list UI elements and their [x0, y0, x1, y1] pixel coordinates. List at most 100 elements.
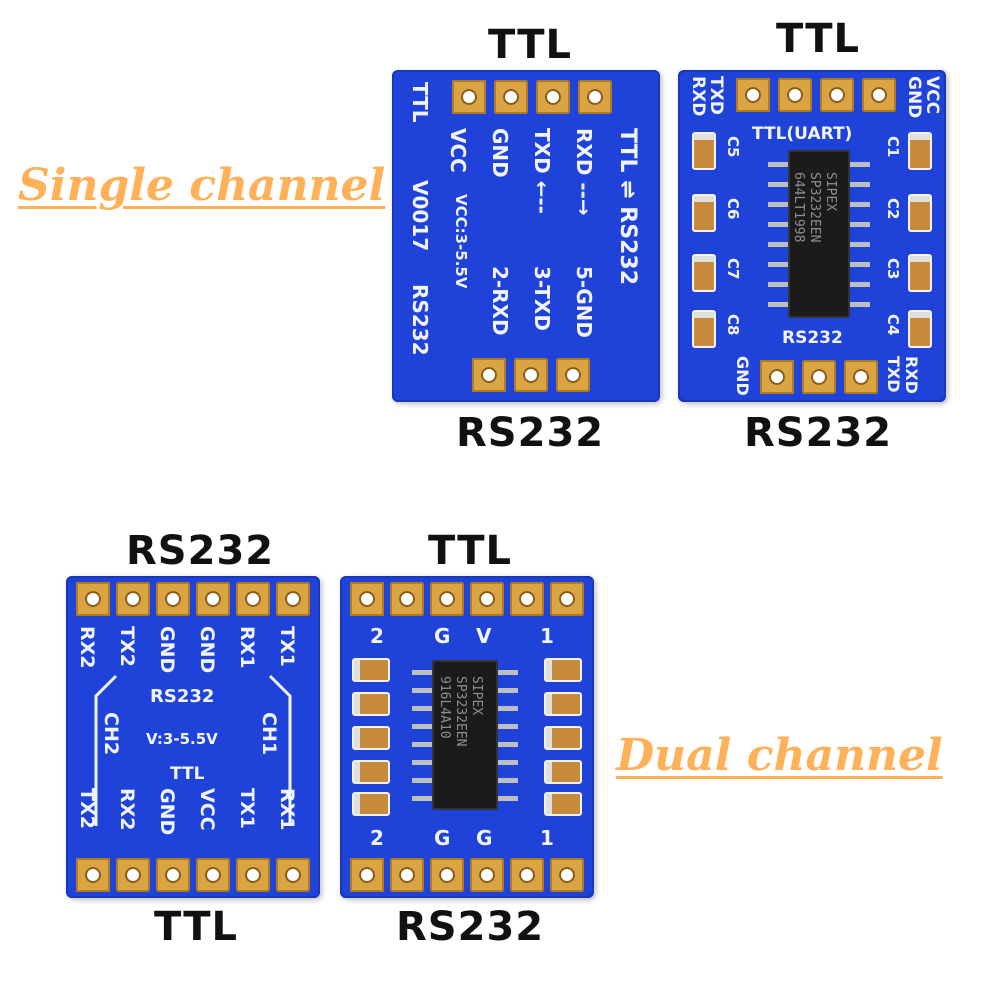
board1-rs232-gnd: 5-GND [572, 266, 596, 338]
board4-cap-l4 [352, 760, 390, 784]
board4-top-pad-2 [390, 582, 424, 616]
board1-left-rs232: RS232 [408, 284, 432, 356]
board4-bottom-mark-g-a: G [434, 826, 451, 850]
board2-bottom-caption: RS232 [744, 410, 893, 456]
board3-bottom-caption: TTL [154, 904, 238, 950]
board2-ic-chip: SIPEX SP3232EEN 644LT1998 [788, 150, 850, 318]
board4-cap-r2 [544, 692, 582, 716]
board2-label-c5: C5 [724, 136, 742, 158]
board2-chip-line-2: SP3232EEN [807, 172, 822, 243]
board4-top-pad-4 [470, 582, 504, 616]
board4-top-pad-1 [350, 582, 384, 616]
board4-cap-r4 [544, 760, 582, 784]
board2-pad-4 [862, 78, 896, 112]
board2-cap-c5 [692, 132, 716, 170]
board4-bottom-pad-1 [350, 858, 384, 892]
board3-bottom-pad-4 [196, 858, 230, 892]
board2-pin-bottom-txd: TXD [884, 356, 903, 393]
board4-cap-l1 [352, 658, 390, 682]
board4-cap-l5 [352, 792, 390, 816]
board2-label-c6: C6 [724, 198, 742, 220]
board2-pin-bottom-rxd: RXD [902, 356, 921, 394]
board3-top-pad-1 [76, 582, 110, 616]
board2-label-c4: C4 [884, 314, 902, 336]
board1-pin-txd: TXD ←-- [530, 128, 554, 214]
board2-pin-bottom-gnd: GND [733, 356, 752, 396]
board4-bottom-mark-2: 2 [370, 826, 384, 850]
board4-top-caption: TTL [428, 528, 512, 574]
board1-pad-rxd [578, 80, 612, 114]
board1-pad-vcc [452, 80, 486, 114]
board2-pin-rxd: RXD [688, 76, 708, 117]
board4-dual-channel-chip: 2 G V 1 SIPEX SP3232EEN 916L4A10 2 G G 1 [340, 576, 594, 898]
board4-cap-l3 [352, 726, 390, 750]
board2-pad-6 [802, 360, 836, 394]
board4-top-mark-2: 2 [370, 624, 384, 648]
board3-top-pad-4 [196, 582, 230, 616]
board3-dual-channel: RX2 TX2 GND GND RX1 TX1 RS232 V:3-5.5V T… [66, 576, 320, 898]
board2-cap-c8 [692, 310, 716, 348]
board1-pin-vcc: VCC [446, 128, 470, 173]
board4-top-mark-1: 1 [540, 624, 554, 648]
board1-pin-gnd: GND [488, 128, 512, 178]
board4-bottom-caption: RS232 [396, 904, 545, 950]
board2-pin-vcc: VCC [922, 76, 942, 115]
board1-bottom-caption: RS232 [456, 410, 605, 456]
board2-cap-c7 [692, 254, 716, 292]
board3-bottom-pad-1 [76, 858, 110, 892]
board3-bottom-pad-5 [236, 858, 270, 892]
board4-bottom-mark-g-b: G [476, 826, 493, 850]
board4-cap-r5 [544, 792, 582, 816]
board2-pad-5 [760, 360, 794, 394]
board1-rs232-rxd: 2-RXD [488, 266, 512, 336]
board2-label-c3: C3 [884, 258, 902, 280]
board2-label-c1: C1 [884, 136, 902, 158]
board4-bottom-mark-1: 1 [540, 826, 554, 850]
board1-top-caption: TTL [488, 22, 572, 68]
board2-cap-c6 [692, 194, 716, 232]
board3-center-title: RS232 [150, 686, 215, 707]
board4-top-mark-g: G [434, 624, 451, 648]
board4-bottom-pad-3 [430, 858, 464, 892]
board4-top-pad-5 [510, 582, 544, 616]
board4-chip-line-1: SIPEX [469, 676, 484, 716]
board3-top-pad-6 [276, 582, 310, 616]
board2-cap-c1 [908, 132, 932, 170]
board2-rs232-label: RS232 [782, 328, 843, 348]
board3-top-pad-2 [116, 582, 150, 616]
board1-pad-rs232-txd [514, 358, 548, 392]
board2-pad-1 [736, 78, 770, 112]
single-channel-label: Single channel [18, 160, 386, 211]
board3-top-pad-5 [236, 582, 270, 616]
board2-pad-2 [778, 78, 812, 112]
board2-chip-line-1: SIPEX [823, 172, 838, 212]
board1-model: V0017 [408, 180, 432, 252]
board4-ic-chip: SIPEX SP3232EEN 916L4A10 [432, 660, 498, 810]
board1-rs232-txd: 3-TXD [530, 266, 554, 331]
board2-top-caption: TTL [776, 16, 860, 62]
board2-single-channel-chip: RXD TXD GND VCC TTL(UART) SIPEX SP3232EE… [678, 70, 946, 402]
board4-cap-r1 [544, 658, 582, 682]
board2-label-c2: C2 [884, 198, 902, 220]
board4-bottom-pad-6 [550, 858, 584, 892]
board1-ttl-rs232: TTL ⇌ RS232 [615, 128, 640, 285]
board4-chip-line-3: 916L4A10 [437, 676, 452, 739]
board3-bottom-pad-6 [276, 858, 310, 892]
board1-voltage: VCC:3-5.5V [452, 194, 470, 289]
board1-pad-gnd [494, 80, 528, 114]
board2-pin-txd: TXD [706, 76, 726, 115]
board3-top-caption: RS232 [126, 528, 275, 574]
board4-chip-line-2: SP3232EEN [453, 676, 468, 747]
board2-pin-gnd: GND [904, 76, 924, 119]
board4-top-mark-v: V [476, 624, 492, 648]
board1-pad-rs232-rxd [472, 358, 506, 392]
board1-pad-txd [536, 80, 570, 114]
board1-pin-rxd: RXD --→ [572, 128, 596, 216]
board3-ttl: TTL [170, 764, 205, 784]
board2-cap-c3 [908, 254, 932, 292]
board3-top-pad-3 [156, 582, 190, 616]
board2-cap-c2 [908, 194, 932, 232]
board2-pad-7 [844, 360, 878, 394]
board4-cap-l2 [352, 692, 390, 716]
board1-single-channel: TTL VCC GND TXD ←-- RXD --→ TTL ⇌ RS232 … [392, 70, 660, 402]
